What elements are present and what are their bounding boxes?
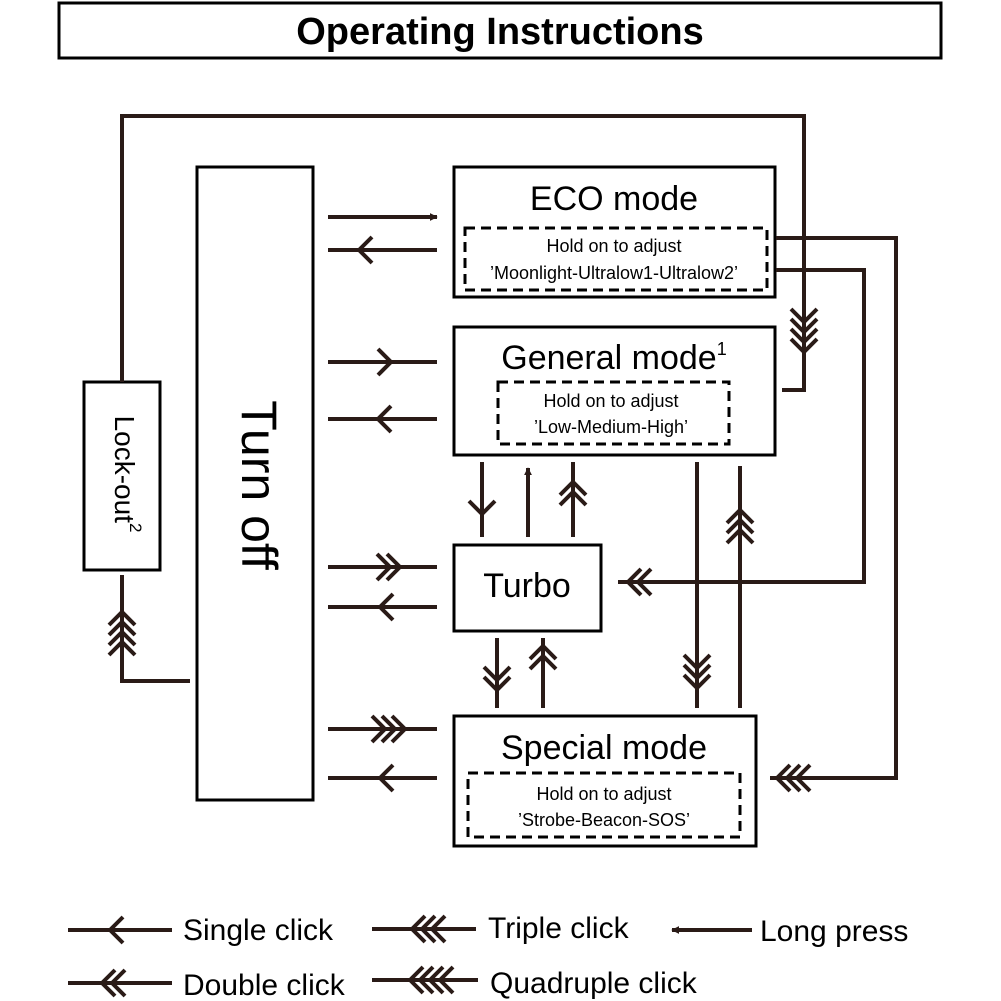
eco-hint-box — [463, 226, 769, 292]
legend-quadruple-chevrons — [407, 965, 455, 995]
legend-triple-label: Triple click — [488, 912, 630, 945]
turnoff-to-lockout-path — [120, 575, 190, 683]
general-hint-line1: Hold on to adjust — [543, 391, 678, 411]
legend-double-label: Double click — [183, 969, 346, 1001]
special-to-turbo-chevrons — [528, 643, 558, 671]
general-mode-box — [452, 325, 777, 457]
lockout-label: Lock-out2 — [109, 416, 145, 533]
eco-to-special-chevrons — [774, 763, 812, 793]
turnoff-to-turbo-chevrons — [375, 552, 403, 582]
general-hint-box — [496, 380, 731, 446]
turnoff-to-lockout-chevrons — [107, 609, 137, 657]
turn-off-label: Turn off — [231, 400, 287, 570]
legend-single-label: Single click — [183, 914, 334, 947]
eco-to-turbo-chevrons — [625, 567, 653, 597]
special-hint-line1: Hold on to adjust — [536, 784, 671, 804]
title-box — [57, 1, 943, 60]
turbo-to-turnoff-chevron — [377, 592, 395, 622]
general-to-turnoff-chevron — [375, 404, 393, 434]
eco-hint-line1: Hold on to adjust — [546, 236, 681, 256]
turn-off-box — [195, 165, 315, 802]
turbo-label: Turbo — [483, 567, 571, 605]
special-to-turnoff-chevron — [377, 763, 395, 793]
lockout-superscript: 2 — [126, 523, 145, 532]
turbo-box — [452, 543, 603, 633]
general-mode-title-text: General mode — [501, 339, 716, 377]
legend-double-chevrons — [99, 968, 127, 998]
turbo-to-special-chevrons — [482, 665, 512, 693]
special-to-general-chevrons — [725, 507, 755, 545]
legend-triple-chevrons — [409, 914, 447, 944]
turbo-to-general-chevrons — [558, 479, 588, 507]
lockout-long-press-path — [120, 114, 806, 392]
legend-quadruple-label: Quadruple click — [490, 967, 698, 1000]
turnoff-to-special-chevrons — [370, 714, 408, 744]
special-hint-line2: ’Strobe-Beacon-SOS’ — [518, 810, 690, 830]
eco-hint-line2: ’Moonlight-Ultralow1-Ultralow2’ — [490, 263, 738, 283]
legend-single-chevron — [107, 915, 125, 945]
general-to-turbo-chevron — [467, 499, 497, 517]
connector-arrows — [68, 114, 898, 998]
general-to-special-chevrons — [682, 653, 712, 691]
special-mode-box — [452, 714, 758, 848]
page-title: Operating Instructions — [296, 11, 703, 53]
eco-to-special-path — [770, 236, 898, 780]
general-hint-line2: ’Low-Medium-High’ — [534, 417, 688, 437]
lockout-label-text: Lock-out — [109, 416, 140, 524]
general-mode-superscript: 1 — [717, 339, 727, 359]
eco-mode-title: ECO mode — [530, 180, 698, 218]
legend-long-label: Long press — [760, 915, 908, 948]
general-mode-title: General mode1 — [501, 339, 726, 377]
special-hint-box — [466, 771, 742, 839]
eco-to-turnoff-chevron — [356, 235, 374, 265]
legend: Single click Double click Triple click Q… — [183, 912, 908, 1001]
special-mode-title: Special mode — [501, 729, 707, 767]
eco-to-turbo-path — [618, 268, 866, 584]
eco-mode-box — [452, 165, 777, 299]
lockout-long-press-chevrons — [789, 307, 819, 355]
turnoff-to-general-chevron — [376, 347, 394, 377]
